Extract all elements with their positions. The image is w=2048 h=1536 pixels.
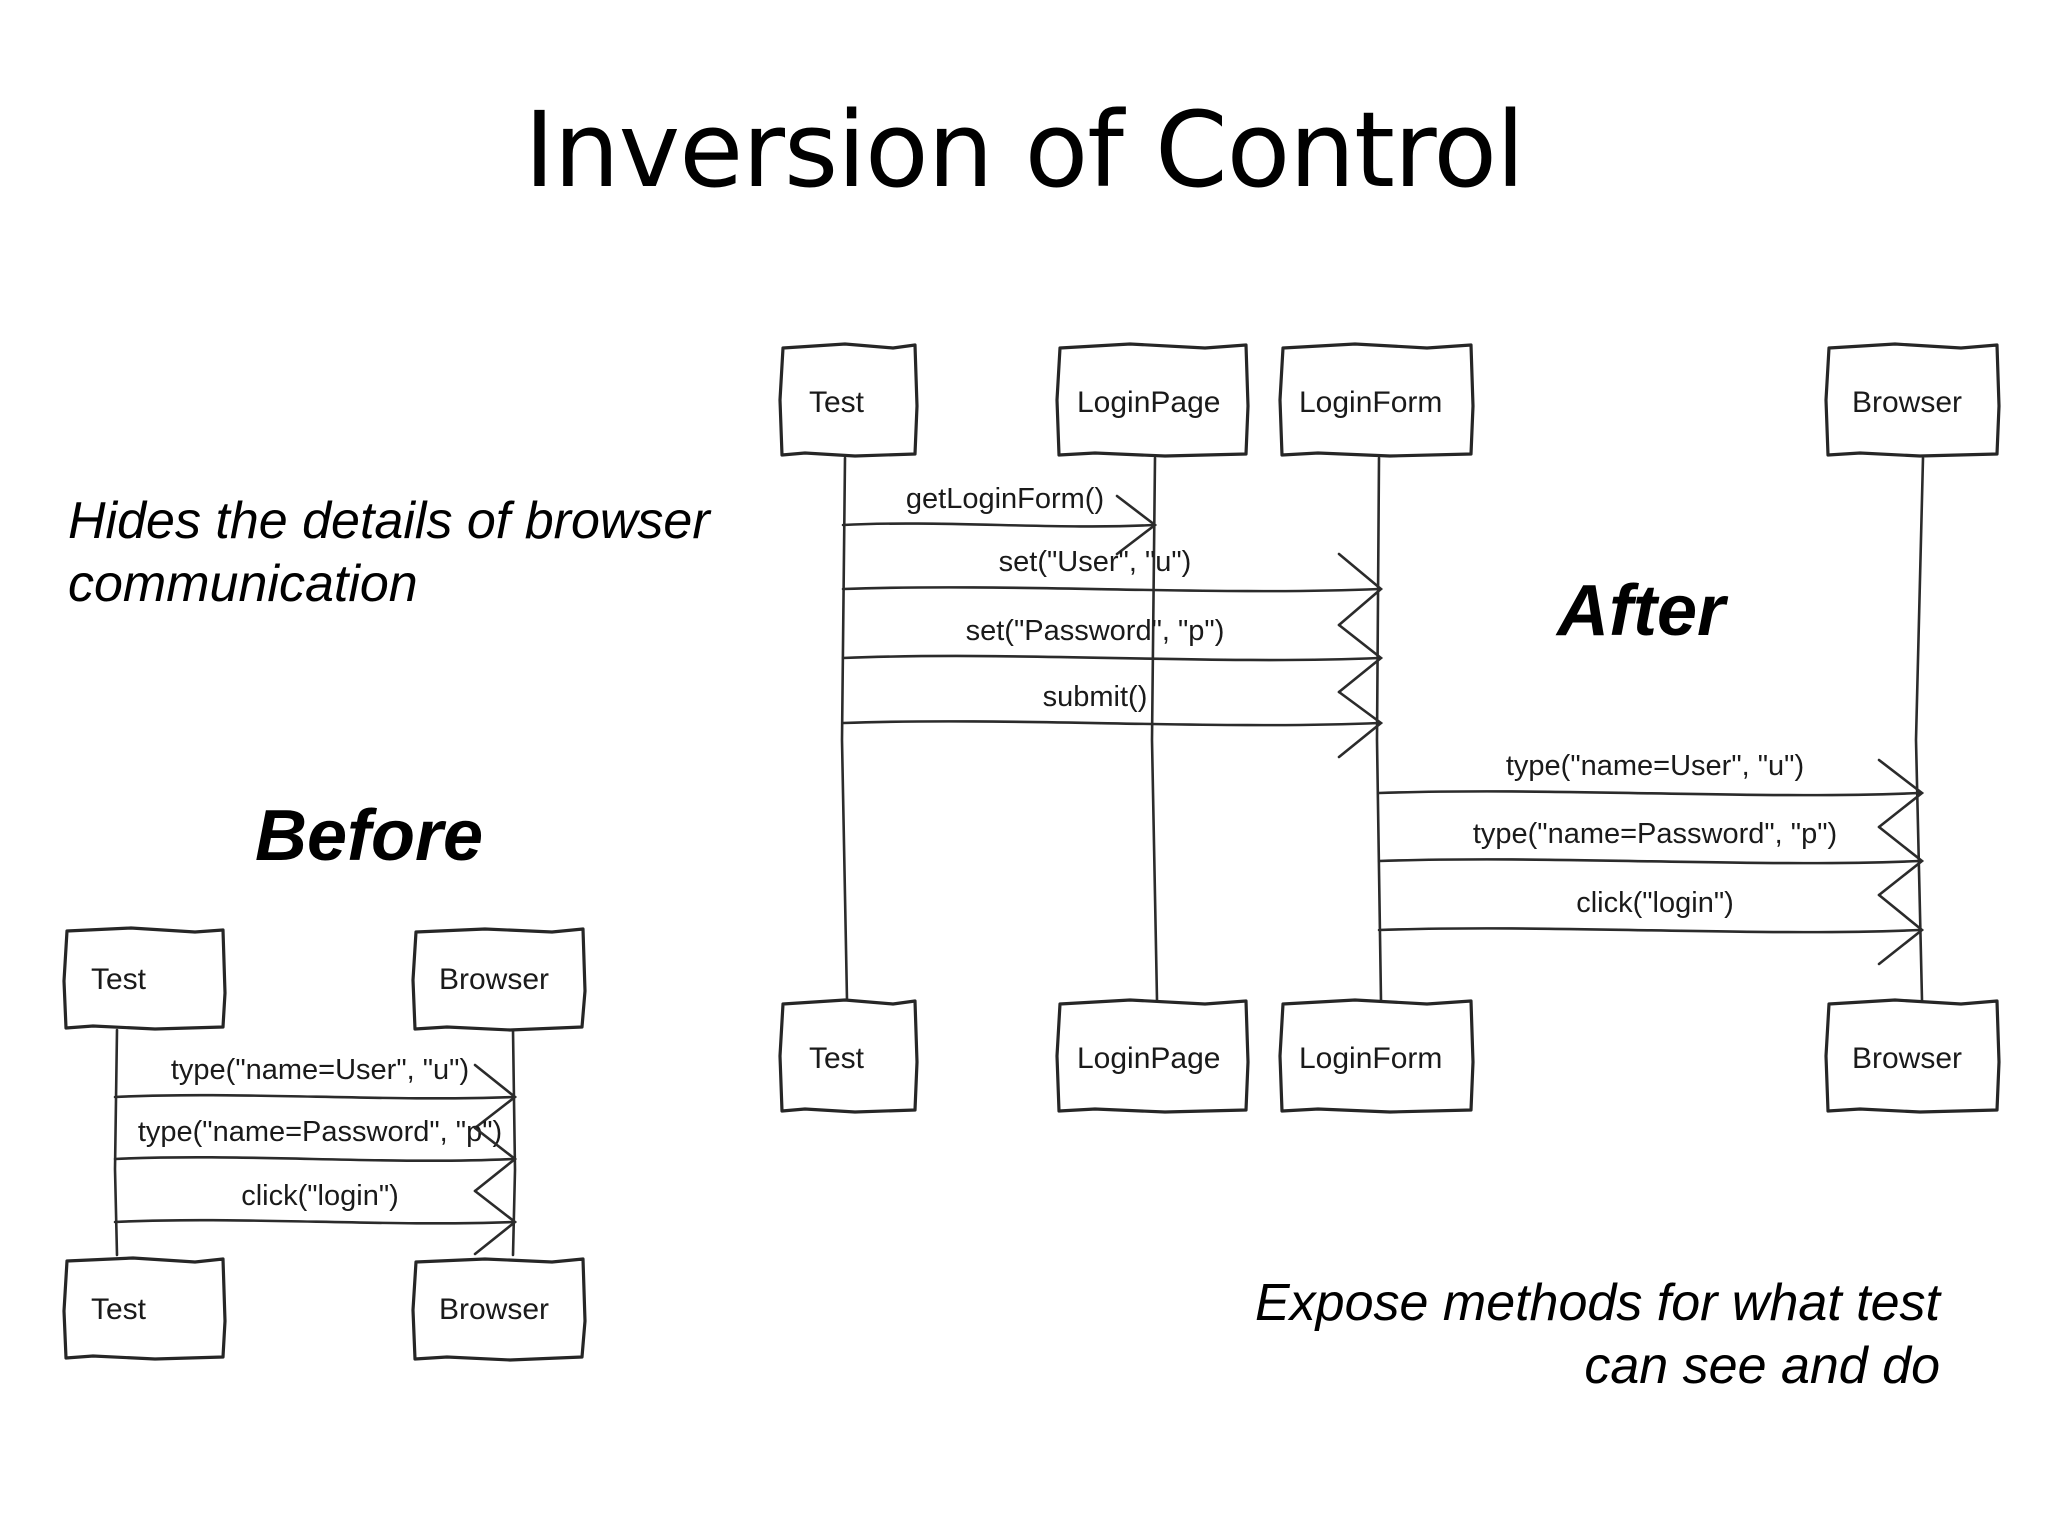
participant-label-loginform: LoginForm <box>1299 386 1442 419</box>
message-label: click("login") <box>1576 887 1734 919</box>
caption-hides-details: Hides the details of browser communicati… <box>68 492 710 614</box>
participant-box-test-bottom: Test <box>778 998 919 1114</box>
participant-label-test: Test <box>809 386 865 419</box>
message-label: type("name=User", "u") <box>1506 750 1804 782</box>
participant-label-test: Test <box>809 1042 865 1075</box>
message-type-password: type("name=Password", "p") <box>1377 818 1925 897</box>
participant-label-browser: Browser <box>439 1293 549 1326</box>
participant-box-test-top: Test <box>62 926 227 1031</box>
message-label: type("name=User", "u") <box>171 1054 469 1086</box>
participant-box-browser-bottom: Browser <box>411 1257 587 1362</box>
participant-label-browser: Browser <box>1852 1042 1962 1075</box>
after-sequence-diagram: Test LoginPage LoginForm Browser getLogi… <box>765 340 2035 1170</box>
participant-box-browser-top: Browser <box>411 927 587 1032</box>
participant-label-loginpage: LoginPage <box>1077 1042 1220 1075</box>
lifeline-browser <box>1914 456 1925 1002</box>
message-label: submit() <box>1043 681 1148 713</box>
participant-box-browser-top: Browser <box>1824 342 2001 458</box>
participant-box-loginpage-top: LoginPage <box>1055 342 1250 458</box>
participant-label-loginpage: LoginPage <box>1077 386 1220 419</box>
message-type-user: type("name=User", "u") <box>1377 750 1925 829</box>
section-label-before: Before <box>255 796 484 876</box>
message-label: type("name=Password", "p") <box>1473 818 1837 850</box>
lifeline-test <box>113 1028 119 1257</box>
lifeline-loginpage <box>1150 456 1159 1002</box>
caption-expose-methods: Expose methods for what test can see and… <box>1254 1274 1940 1396</box>
before-diagram-svg: Test Browser type("name=User", "u") type… <box>62 926 587 1362</box>
participant-box-test-bottom: Test <box>62 1256 227 1361</box>
message-label: getLoginForm() <box>906 483 1104 515</box>
message-click-login: click("login") <box>113 1180 518 1256</box>
participant-label-test: Test <box>91 963 147 996</box>
message-set-password: set("Password", "p") <box>841 615 1384 694</box>
message-submit: submit() <box>841 681 1384 759</box>
lifeline-test <box>840 456 849 1002</box>
participant-box-loginform-top: LoginForm <box>1278 342 1475 458</box>
participant-box-loginpage-bottom: LoginPage <box>1055 998 1250 1114</box>
page-title: Inversion of Control <box>524 89 1525 211</box>
message-type-password: type("name=Password", "p") <box>113 1116 518 1193</box>
participant-label-loginform: LoginForm <box>1299 1042 1442 1075</box>
message-label: type("name=Password", "p") <box>138 1116 502 1148</box>
message-label: set("Password", "p") <box>966 615 1225 647</box>
participant-box-test-top: Test <box>778 342 919 458</box>
participant-box-loginform-bottom: LoginForm <box>1278 998 1475 1114</box>
participant-label-browser: Browser <box>439 963 549 996</box>
section-label-after: After <box>1557 571 1726 651</box>
message-getloginform: getLoginForm() <box>841 483 1158 556</box>
message-type-user: type("name=User", "u") <box>113 1054 518 1130</box>
participant-label-browser: Browser <box>1852 386 1962 419</box>
before-sequence-diagram: Test Browser type("name=User", "u") type… <box>55 925 775 1390</box>
message-set-user: set("User", "u") <box>841 546 1384 627</box>
lifeline-loginform <box>1375 456 1383 1002</box>
message-click-login: click("login") <box>1377 887 1925 966</box>
message-label: set("User", "u") <box>999 546 1192 578</box>
participant-label-test: Test <box>91 1293 147 1326</box>
participant-box-browser-bottom: Browser <box>1824 998 2001 1114</box>
message-label: click("login") <box>241 1180 399 1212</box>
lifeline-browser <box>511 1028 517 1257</box>
after-diagram-svg: Test LoginPage LoginForm Browser getLogi… <box>778 342 2001 1114</box>
